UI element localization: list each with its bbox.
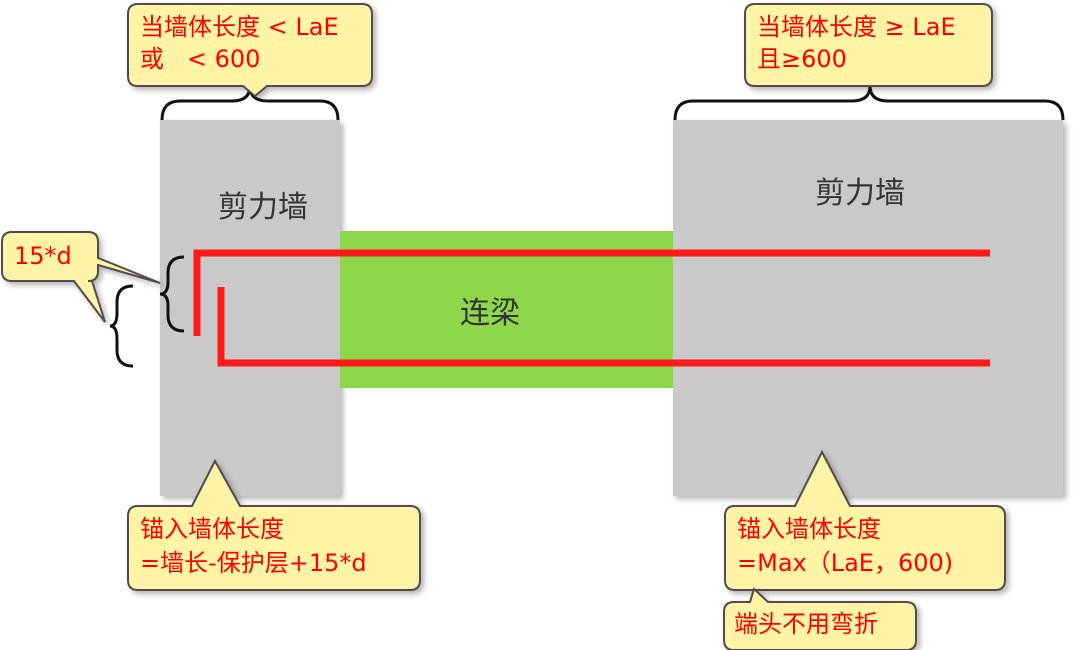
coupling-beam-label: 连梁 bbox=[460, 296, 520, 331]
right-anchor-line2: =Max（LaE，600) bbox=[737, 549, 954, 577]
left-anchor-line2: =墙长-保护层+15*d bbox=[140, 549, 367, 577]
left-condition-callout bbox=[127, 3, 373, 98]
hook-length-brace-lower bbox=[109, 284, 134, 368]
left-wall-label: 剪力墙 bbox=[218, 190, 308, 225]
top-rebar bbox=[193, 249, 990, 336]
left-anchor-callout bbox=[127, 458, 421, 591]
right-condition-line2: 且≥600 bbox=[757, 45, 847, 73]
right-condition-line1: 当墙体长度 ≥ LaE bbox=[757, 13, 956, 41]
left-shear-wall bbox=[160, 120, 340, 496]
hook-length-brace-upper bbox=[159, 255, 185, 333]
right-top-brace bbox=[673, 85, 1065, 121]
left-condition-line1: 当墙体长度 < LaE bbox=[140, 13, 339, 41]
bottom-rebar bbox=[217, 287, 990, 367]
right-anchor-callout bbox=[724, 449, 1006, 591]
no-bend-text: 端头不用弯折 bbox=[734, 610, 878, 638]
right-wall-label: 剪力墙 bbox=[815, 176, 905, 211]
left-anchor-line1: 锚入墙体长度 bbox=[140, 515, 284, 543]
right-anchor-line1: 锚入墙体长度 bbox=[737, 515, 881, 543]
left-condition-line2: 或 < 600 bbox=[140, 45, 261, 73]
right-condition-callout bbox=[744, 3, 993, 87]
hook-length-callout bbox=[1, 231, 161, 323]
right-shear-wall bbox=[673, 120, 1063, 496]
hook-length-text: 15*d bbox=[14, 242, 72, 270]
